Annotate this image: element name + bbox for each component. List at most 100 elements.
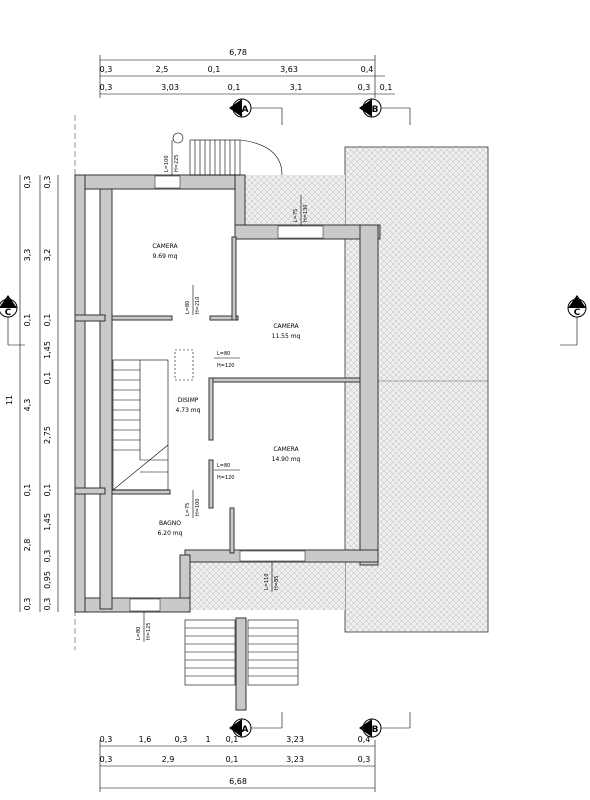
section-marker-a-top: A: [229, 98, 283, 125]
svg-text:C: C: [574, 308, 581, 318]
opening-door-camera3: L=80 H=120: [214, 463, 240, 481]
svg-text:L=75: L=75: [185, 503, 191, 516]
svg-text:0,3: 0,3: [100, 755, 113, 764]
svg-text:H=120: H=120: [217, 363, 235, 369]
svg-text:2,9: 2,9: [162, 755, 175, 764]
svg-text:0,1: 0,1: [226, 735, 239, 744]
svg-text:2,75: 2,75: [43, 426, 52, 444]
room-bagno-area: 6.20 mq: [158, 530, 183, 537]
room-camera-2-name: CAMERA: [273, 323, 299, 330]
top-stairs: [172, 132, 283, 176]
svg-text:0,95: 0,95: [43, 571, 52, 589]
svg-text:C: C: [5, 308, 12, 318]
svg-text:L=80: L=80: [185, 301, 191, 314]
svg-text:L=80: L=80: [217, 463, 230, 469]
room-camera-1-area: 9.69 mq: [153, 253, 178, 260]
room-disimp-name: DISIMP: [178, 397, 199, 404]
svg-text:0,1: 0,1: [43, 372, 52, 385]
svg-text:L=100: L=100: [164, 155, 170, 172]
svg-text:H=125: H=125: [146, 623, 152, 641]
svg-text:0,3: 0,3: [43, 598, 52, 611]
walls: [74, 174, 381, 613]
room-disimp-area: 4.73 mq: [176, 407, 201, 414]
bottom-dimensions: 0,3 1,6 0,3 1 0,1 3,23 0,4 0,3 2,9 0,1 3…: [100, 735, 376, 792]
svg-text:L=75: L=75: [293, 209, 299, 222]
room-camera-2-area: 11.55 mq: [272, 333, 301, 340]
svg-text:L=110: L=110: [264, 573, 270, 590]
svg-text:0,3: 0,3: [175, 735, 188, 744]
top-dimensions: 6,78 0,3 2,5 0,1 3,63 0,4 0,3 3,03 0,1 3…: [100, 48, 395, 98]
svg-text:L=80: L=80: [136, 627, 142, 640]
svg-text:H=120: H=120: [217, 475, 235, 481]
svg-text:0,3: 0,3: [23, 176, 32, 189]
svg-text:H=225: H=225: [174, 155, 180, 173]
svg-text:1: 1: [205, 735, 210, 744]
svg-text:2,5: 2,5: [156, 65, 169, 74]
opening-door-bagno: L=75 H=100: [185, 490, 201, 518]
svg-text:0,1: 0,1: [43, 314, 52, 327]
terrace-top: [242, 175, 345, 225]
dim-top-total: 6,78: [229, 48, 247, 57]
opening-door-camera2: L=80 H=120: [214, 351, 240, 369]
svg-text:0,1: 0,1: [226, 755, 239, 764]
svg-text:1,45: 1,45: [43, 341, 52, 359]
room-camera-3-name: CAMERA: [273, 446, 299, 453]
svg-text:A: A: [242, 725, 249, 735]
svg-text:3,23: 3,23: [286, 735, 304, 744]
svg-text:0,4: 0,4: [361, 65, 374, 74]
svg-text:3,03: 3,03: [161, 83, 179, 92]
svg-text:H=85: H=85: [274, 576, 280, 590]
terrace-bottom: [185, 560, 345, 610]
window-bottom: [239, 550, 306, 562]
opening-bottom-left-window: L=80 H=125: [136, 612, 152, 642]
svg-text:H=130: H=130: [303, 205, 309, 223]
svg-text:0,3: 0,3: [100, 65, 113, 74]
svg-text:0,3: 0,3: [43, 176, 52, 189]
svg-text:3,23: 3,23: [286, 755, 304, 764]
opening-top-window: L=100 H=225: [164, 140, 180, 175]
dim-bottom-total: 6,68: [229, 777, 247, 786]
opening-window-camera2: L=75 H=130: [293, 195, 309, 225]
svg-text:0,3: 0,3: [358, 83, 371, 92]
svg-text:0,4: 0,4: [358, 735, 371, 744]
svg-text:3,2: 3,2: [43, 249, 52, 262]
svg-text:0,3: 0,3: [43, 550, 52, 563]
svg-text:0,3: 0,3: [358, 755, 371, 764]
svg-text:0,1: 0,1: [43, 484, 52, 497]
room-bagno-name: BAGNO: [159, 520, 181, 527]
svg-text:1,6: 1,6: [139, 735, 152, 744]
svg-text:H=210: H=210: [195, 297, 201, 315]
section-marker-b-top: B: [359, 98, 411, 125]
window-camera2: [277, 225, 324, 239]
svg-text:4,3: 4,3: [23, 399, 32, 412]
svg-text:0,1: 0,1: [380, 83, 393, 92]
window-bottom-left: [129, 598, 161, 612]
section-marker-c-left: C: [0, 295, 25, 346]
svg-text:0,3: 0,3: [23, 598, 32, 611]
svg-text:1,45: 1,45: [43, 513, 52, 531]
section-marker-a-bottom: A: [229, 712, 283, 738]
window-top: [154, 175, 181, 189]
left-dimensions: 11 0,3 3,3 0,1 4,3 0,1 2,8 0,3 0,3 3,2 0…: [5, 175, 59, 612]
opening-door-camera1: L=80 H=210: [185, 285, 201, 315]
section-marker-b-bottom: B: [359, 712, 411, 738]
svg-text:A: A: [242, 105, 249, 115]
inner-stairs: [112, 349, 194, 491]
dim-left-total: 11: [5, 395, 14, 405]
svg-text:0,1: 0,1: [208, 65, 221, 74]
svg-text:H=100: H=100: [195, 499, 201, 517]
room-camera-3-area: 14.90 mq: [272, 456, 301, 463]
svg-text:0,3: 0,3: [100, 83, 113, 92]
bottom-stairs: [184, 617, 299, 711]
room-camera-1-name: CAMERA: [152, 243, 178, 250]
svg-text:3,1: 3,1: [290, 83, 303, 92]
opening-window-bottom: L=110 H=85: [264, 562, 280, 592]
svg-text:2,8: 2,8: [23, 539, 32, 552]
section-marker-c-right: C: [560, 295, 587, 346]
svg-text:3,3: 3,3: [23, 249, 32, 262]
svg-text:0,1: 0,1: [228, 83, 241, 92]
svg-text:0,3: 0,3: [100, 735, 113, 744]
svg-text:3,63: 3,63: [280, 65, 298, 74]
svg-text:0,1: 0,1: [23, 314, 32, 327]
